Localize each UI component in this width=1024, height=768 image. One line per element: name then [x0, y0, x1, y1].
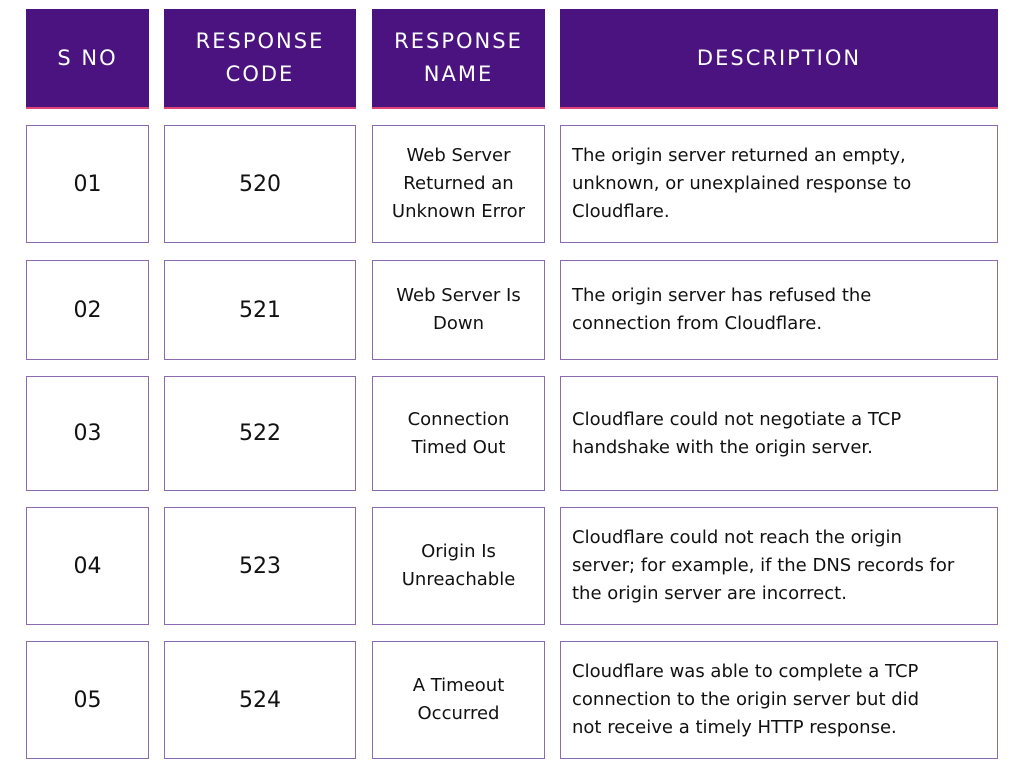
cell-sno-text: 02 — [73, 297, 102, 323]
cell-response-code-text: 521 — [239, 297, 281, 323]
cell-sno: 03 — [26, 376, 149, 491]
cell-sno-text: 05 — [73, 687, 102, 713]
cell-response-code-text: 520 — [239, 171, 281, 197]
cell-sno: 02 — [26, 260, 149, 360]
cell-response-code: 521 — [164, 260, 356, 360]
cell-description: The origin server returned an empty,unkn… — [560, 125, 998, 243]
cell-description-text: The origin server returned an empty,unkn… — [572, 145, 912, 222]
header-sno: S NO — [26, 9, 149, 109]
cell-sno-text: 03 — [73, 421, 102, 446]
cell-sno-text: 01 — [73, 171, 102, 197]
cell-sno-text: 04 — [73, 553, 102, 579]
cell-response-code: 524 — [164, 641, 356, 759]
cell-response-code-text: 524 — [239, 687, 281, 713]
cell-sno: 05 — [26, 641, 149, 759]
cell-response-code: 523 — [164, 507, 356, 625]
header-description: DESCRIPTION — [560, 9, 998, 109]
cell-sno: 04 — [26, 507, 149, 625]
cell-sno: 01 — [26, 125, 149, 243]
cell-response-code-text: 522 — [239, 421, 281, 446]
header-description-text: DESCRIPTION — [696, 45, 862, 70]
cell-response-code: 520 — [164, 125, 356, 243]
cell-response-code: 522 — [164, 376, 356, 491]
cell-response-code-text: 523 — [239, 553, 281, 579]
header-sno-text: S NO — [57, 45, 118, 70]
